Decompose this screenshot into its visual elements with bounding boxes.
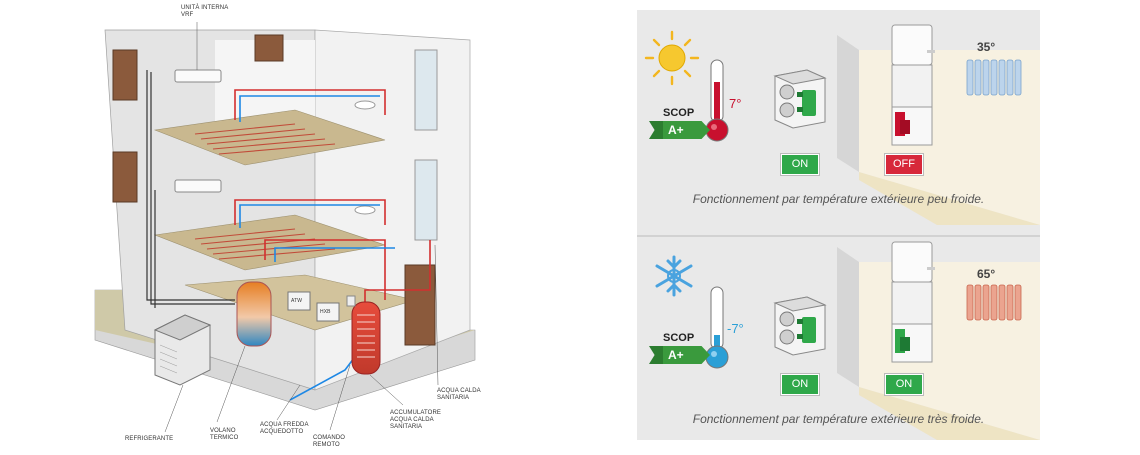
- underfloor-heating-upper: [194, 123, 336, 155]
- leader-lines: [164, 22, 439, 433]
- scop-label-cold: SCOP: [663, 332, 695, 344]
- scenario-divider: [637, 235, 1040, 237]
- scop-class: A+: [663, 121, 710, 139]
- label-remote-control: COMANDO REMOTO: [313, 435, 346, 448]
- remote-control: [346, 295, 356, 307]
- scop-class-cold: A+: [663, 346, 710, 364]
- sun-icon: [644, 30, 700, 86]
- outdoor-unit-icon: [773, 69, 827, 129]
- outdoor-unit-icon-cold: [773, 296, 827, 356]
- boiler-icon: [891, 24, 935, 146]
- hybrid-operation-panel: SCOP A+ 7° 35° ON OFF Fonctionnement par…: [637, 10, 1040, 440]
- label-atw-box: ATW: [291, 298, 303, 304]
- boiler-status-mild: OFF: [885, 154, 923, 175]
- label-cold-water: ACQUA FREDDA ACQUEDOTTO: [260, 422, 309, 435]
- caption-cold: Fonctionnement par température extérieur…: [692, 412, 985, 426]
- scenario-mild-art: [644, 24, 1040, 225]
- caption-mild: Fonctionnement par température extérieur…: [692, 192, 985, 206]
- boiler-icon-cold: [891, 241, 935, 363]
- indoor-unit-top: [174, 69, 222, 83]
- house-illustration: [94, 22, 476, 433]
- window-left-mid: [112, 151, 138, 203]
- right-wall: [314, 29, 471, 391]
- house-heating-diagram: UNITÀ INTERNA VRF REFRIGERANTE VOLANO TE…: [85, 0, 525, 450]
- upper-floor: [153, 109, 386, 166]
- radiator-temp-cold: 65°: [977, 267, 996, 281]
- control-box-atw: [287, 291, 311, 311]
- heat-pump-status-mild: ON: [781, 154, 819, 175]
- room-wall-left: [837, 35, 859, 172]
- radiator-hot-icon: [966, 284, 1022, 321]
- underfloor-heating-middle: [194, 228, 336, 260]
- snowflake-icon: [655, 255, 693, 297]
- label-thermal-flywheel: VOLANO TERMICO: [210, 428, 239, 441]
- thermal-flywheel-tank: [236, 281, 272, 347]
- shower-mid: [414, 159, 438, 241]
- radiator-icon: [966, 59, 1022, 96]
- window-back-top: [254, 34, 284, 62]
- thermometer-cold-icon: [705, 286, 729, 369]
- scop-badge-cold: SCOP A+: [649, 332, 713, 370]
- window-left-top: [112, 49, 138, 101]
- outdoor-temp-mild: 7°: [729, 96, 742, 111]
- scop-label: SCOP: [663, 107, 695, 119]
- sink-mid: [354, 205, 376, 215]
- room-wall-left-cold: [837, 247, 859, 387]
- indoor-unit-mid: [174, 179, 222, 193]
- control-box-hxb: [316, 302, 340, 322]
- label-hxb-box: HXB: [320, 309, 331, 315]
- label-indoor-unit: UNITÀ INTERNA VRF: [181, 5, 229, 18]
- room-floor: [859, 172, 1040, 225]
- sink-top: [354, 100, 376, 110]
- outdoor-temp-cold: -7°: [727, 321, 744, 336]
- outdoor-heat-pump: [153, 314, 212, 386]
- dhw-storage-tank: [351, 301, 381, 375]
- scenario-cold-art: [655, 241, 1040, 440]
- shower-top: [414, 49, 438, 131]
- radiator-temp-mild: 35°: [977, 40, 996, 54]
- scop-arrow-icon-cold: [649, 346, 663, 364]
- label-dhw: ACQUA CALDA SANITARIA: [437, 388, 481, 401]
- room-floor-cold: [859, 387, 1040, 440]
- scop-badge-mild: SCOP A+: [649, 107, 713, 145]
- thermometer-warm-icon: [705, 59, 729, 142]
- heat-pump-status-cold: ON: [781, 374, 819, 395]
- label-refrigerant: REFRIGERANTE: [125, 436, 174, 442]
- boiler-status-cold: ON: [885, 374, 923, 395]
- label-dhw-storage: ACCUMULATORE ACQUA CALDA SANITARIA: [390, 410, 441, 430]
- scop-arrow-icon: [649, 121, 663, 139]
